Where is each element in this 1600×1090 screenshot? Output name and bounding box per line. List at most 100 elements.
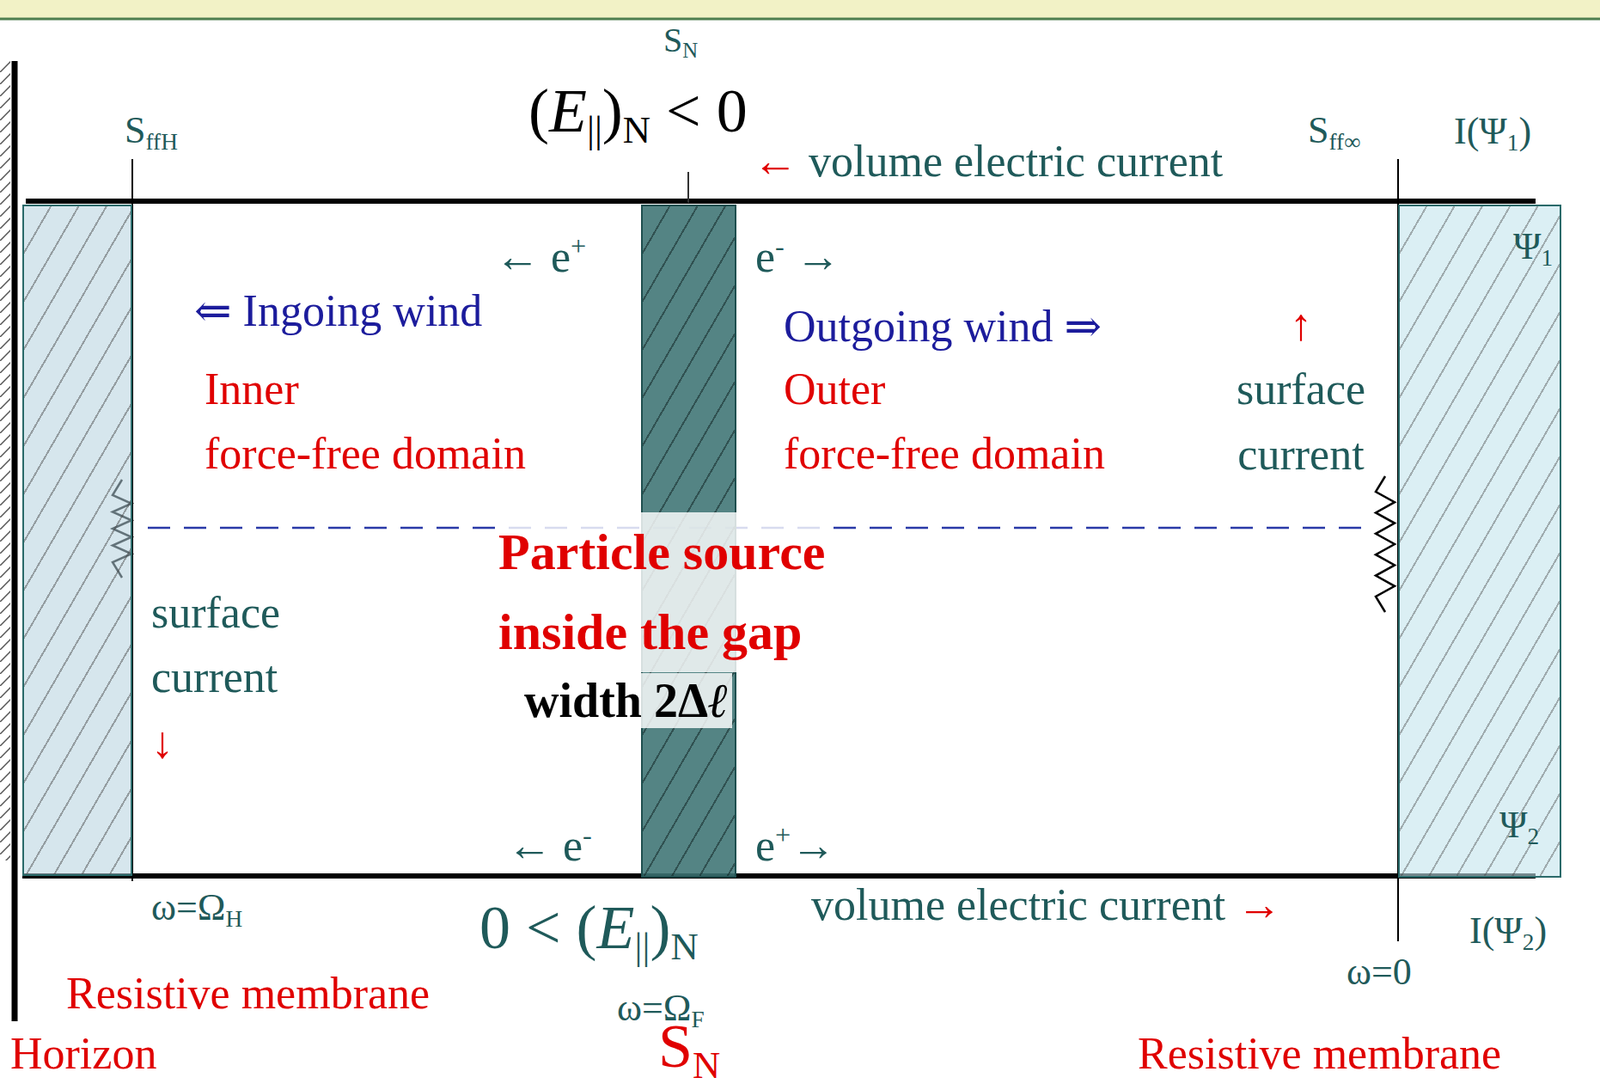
text-line: e+→ xyxy=(755,820,836,870)
text-run: force-free domain xyxy=(204,428,526,478)
text-run: H xyxy=(225,905,243,932)
text-line: width 2Δℓ xyxy=(524,673,729,727)
node-text: Ψ2 xyxy=(1499,803,1539,851)
text-run: ffH xyxy=(145,128,178,155)
text-line: I(Ψ1) xyxy=(1453,109,1532,153)
field-line-top xyxy=(25,198,1536,204)
text-run: 2 xyxy=(1526,823,1539,849)
membrane-label: Resistive membrane xyxy=(66,967,430,1020)
membrane-band: Sff∞Ψ1Ψ2 xyxy=(1398,204,1562,878)
dimension-label: width 2Δℓ xyxy=(520,672,733,728)
text-run: Inner xyxy=(204,364,300,414)
text-run: N xyxy=(682,38,698,62)
node-text: Ψ1 xyxy=(1513,225,1553,273)
current-label: ← volume electric current xyxy=(752,135,1223,188)
text-line: 0 < (E||)N xyxy=(479,892,699,962)
text-line: ← e+ xyxy=(494,232,587,281)
text-line: Inner xyxy=(204,356,526,422)
text-run: S xyxy=(658,1011,693,1081)
horizon-hatching xyxy=(0,61,11,861)
text-line: inside the gap xyxy=(498,592,825,672)
text-run: → xyxy=(790,820,836,870)
text-run: S xyxy=(1307,109,1329,152)
text-run: ↓ xyxy=(151,717,174,767)
text-run: - xyxy=(582,818,593,850)
text-run: ω=Ω xyxy=(151,885,226,929)
particle-label: e- → xyxy=(755,230,841,283)
text-run: 1 xyxy=(1507,129,1520,156)
text-run: || xyxy=(586,108,603,152)
text-line: Resistive membrane xyxy=(66,968,430,1018)
text-run: width 2Δ xyxy=(524,673,709,727)
text-run: e xyxy=(755,232,776,281)
text-run: 0 < ( xyxy=(479,892,598,962)
particle-label: ← e- xyxy=(506,818,593,872)
text-run: Horizon xyxy=(10,1028,157,1078)
text-run: ← e xyxy=(506,820,583,870)
horizon-line xyxy=(12,61,19,1021)
field-label: (E||)N < 0 xyxy=(528,75,748,153)
current-label: I(Ψ1) xyxy=(1453,109,1532,158)
text-line: ω=0 xyxy=(1346,950,1412,993)
text-run: - xyxy=(775,230,785,262)
text-line: surface xyxy=(151,580,281,645)
text-run: Resistive membrane xyxy=(1137,1028,1502,1078)
text-run: N xyxy=(670,924,698,968)
text-run: ↑ xyxy=(1289,299,1313,349)
text-run: Outgoing wind ⇒ xyxy=(783,301,1102,351)
text-line: e- → xyxy=(755,232,841,281)
text-run: I(Ψ xyxy=(1453,109,1508,153)
domain-label: Inner force-free domain xyxy=(204,356,526,487)
text-run: ) xyxy=(649,892,671,962)
text-run: Outer xyxy=(783,364,886,414)
text-run: < 0 xyxy=(650,76,748,146)
gap-marker xyxy=(687,171,690,203)
text-run: E xyxy=(597,892,636,962)
top-bar-rule xyxy=(0,18,1600,21)
text-run: 2 xyxy=(1522,928,1535,955)
text-line: ω=ΩH xyxy=(151,885,243,929)
text-run: N xyxy=(692,1043,721,1087)
text-line: force-free domain xyxy=(204,421,526,486)
particle-label: ← e+ xyxy=(494,230,587,283)
membrane-label: Resistive membrane xyxy=(1137,1027,1502,1080)
wind-label: Outgoing wind ⇒ xyxy=(783,300,1102,353)
text-run: ) xyxy=(1518,109,1532,153)
angular-velocity: ω=ΩH xyxy=(151,885,243,934)
text-run: ( xyxy=(528,76,550,146)
text-line: Resistive membrane xyxy=(1137,1028,1502,1078)
text-run: ) xyxy=(1533,909,1547,952)
horizon-label: Horizon xyxy=(10,1027,157,1080)
wind-label: ⇐ Ingoing wind xyxy=(194,285,483,337)
source-label: Particle source inside the gap xyxy=(494,512,829,672)
text-run: surface xyxy=(1236,364,1366,414)
text-run: I(Ψ xyxy=(1469,909,1523,952)
text-run: volume electric current xyxy=(797,136,1223,186)
current-label: volume electric current → xyxy=(811,879,1282,931)
node-heading: Sff∞ xyxy=(1307,109,1362,157)
text-run: 1 xyxy=(1540,244,1553,271)
angular-velocity: ω=0 xyxy=(1346,950,1412,995)
surface-label: SN xyxy=(658,1010,721,1088)
text-line: ← volume electric current xyxy=(752,136,1223,186)
text-line: current xyxy=(151,644,281,709)
node-heading: SffH xyxy=(124,109,178,157)
text-run: || xyxy=(635,924,651,968)
field-label: 0 < (E||)N xyxy=(479,891,699,970)
text-run: force-free domain xyxy=(783,428,1106,478)
text-line: Ψ1 xyxy=(1513,225,1553,268)
text-run: current xyxy=(151,652,278,702)
text-line: Ψ2 xyxy=(1499,803,1539,846)
text-line: ⇐ Ingoing wind xyxy=(194,286,483,336)
text-run: + xyxy=(570,230,587,262)
text-run: Resistive membrane xyxy=(66,968,430,1018)
text-run: inside the gap xyxy=(498,603,802,660)
text-line: force-free domain xyxy=(783,421,1106,486)
text-line: SN xyxy=(663,20,698,60)
text-run: e xyxy=(755,820,776,870)
text-line: Particle source xyxy=(498,512,825,593)
text-line: surface xyxy=(1236,356,1366,422)
text-run: E xyxy=(549,76,587,146)
text-run: ) xyxy=(602,76,623,146)
